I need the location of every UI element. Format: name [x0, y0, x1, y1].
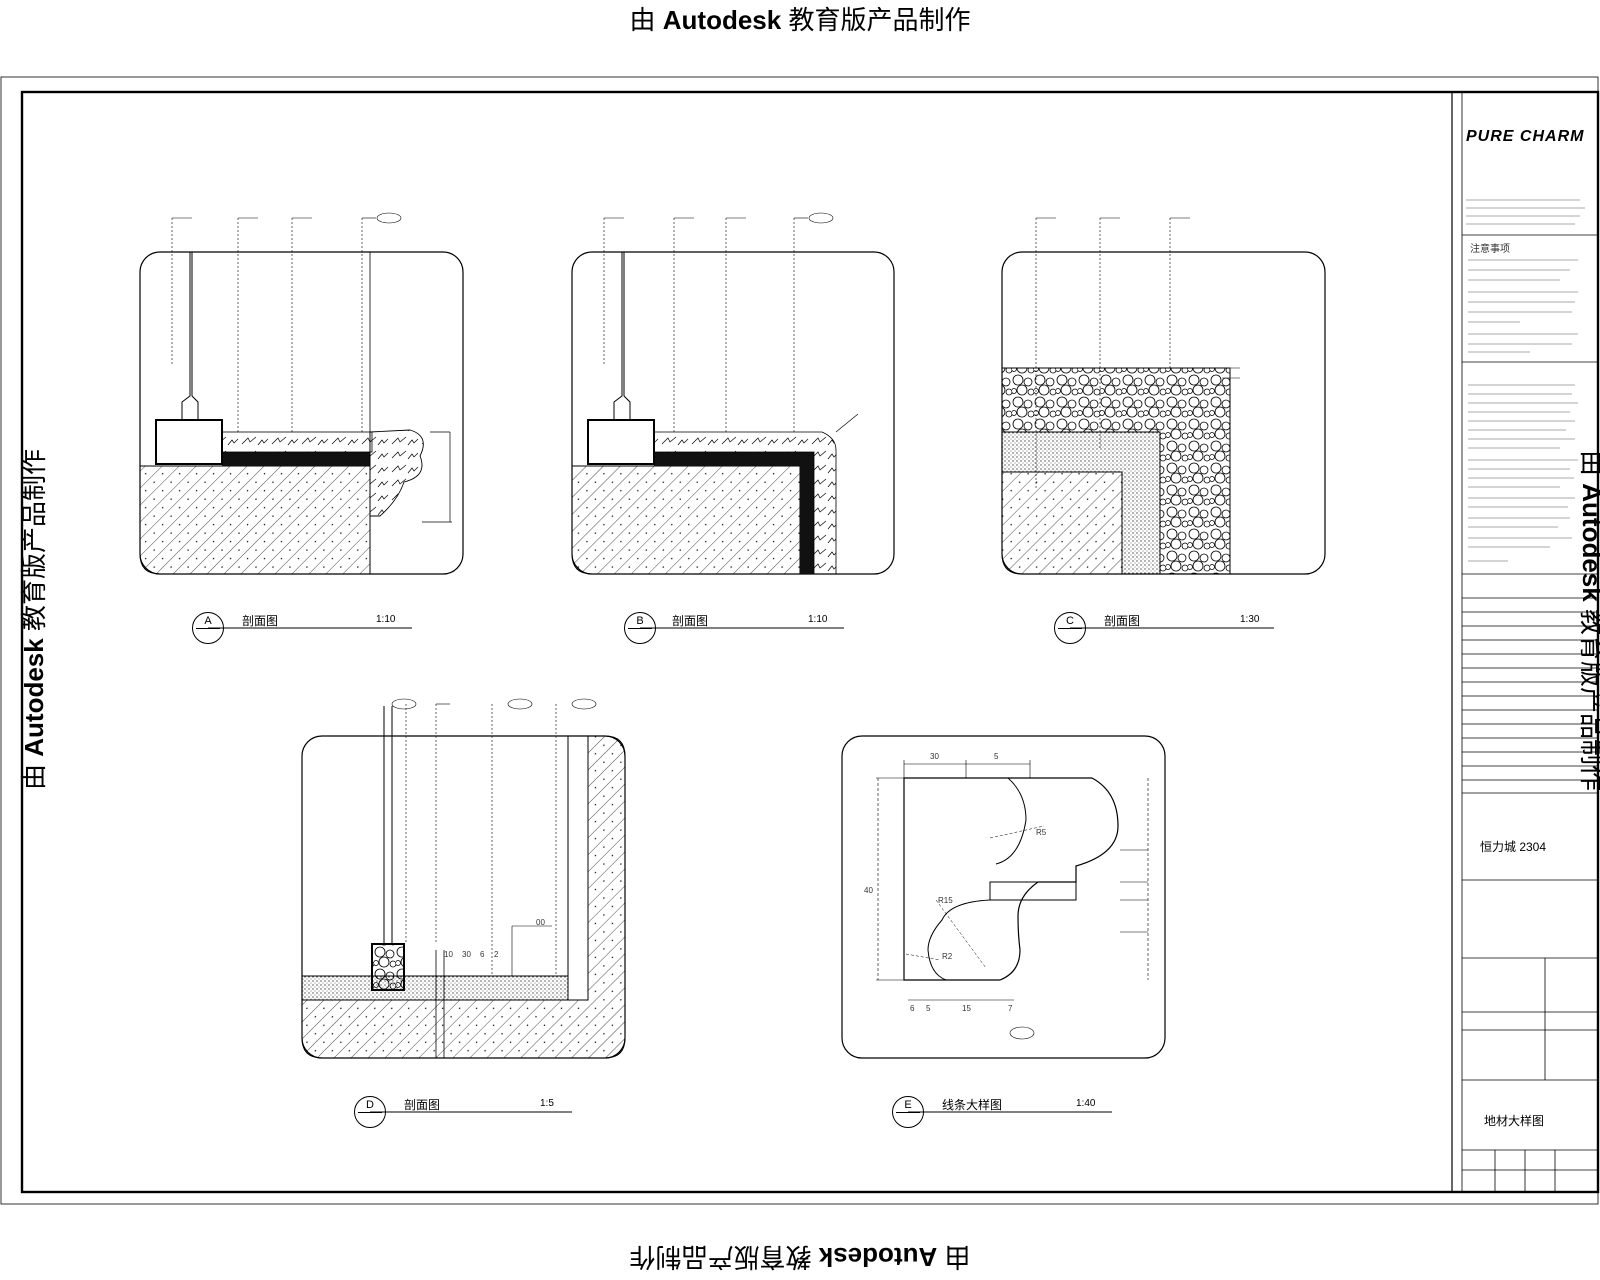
project-name: 恒力城 2304 [1480, 840, 1547, 854]
detail-scale-a: 1:10 [376, 614, 396, 625]
dim-e-radius-1: R5 [1036, 828, 1047, 837]
detail-marker-a: A [192, 612, 224, 644]
drawing-name: 地材大样图 [1484, 1114, 1545, 1128]
detail-marker-c: C [1054, 612, 1086, 644]
notes-heading: 注意事项 [1470, 244, 1510, 255]
dim-d-3: 6 [480, 950, 485, 959]
detail-scale-d: 1:5 [540, 1098, 554, 1109]
detail-a [139, 212, 464, 575]
dim-e-top-2: 5 [994, 752, 999, 761]
outer-frame [0, 76, 1599, 1205]
titleblock-lines [1461, 92, 1598, 1192]
dim-e-bottom-4: 7 [1008, 1004, 1013, 1013]
detail-e [841, 735, 1166, 1059]
detail-scale-b: 1:10 [808, 614, 828, 625]
titleblock-notes [1466, 199, 1585, 562]
dim-e-left: 40 [864, 886, 873, 895]
dim-e-bottom-2: 5 [926, 1004, 931, 1013]
detail-title-a: 剖面图 [242, 614, 279, 628]
dim-d-2: 30 [462, 950, 471, 959]
dim-e-radius-3: R2 [942, 952, 953, 961]
detail-scale-e: 1:40 [1076, 1098, 1096, 1109]
dim-d-1: 10 [444, 950, 453, 959]
detail-title-c: 剖面图 [1104, 614, 1141, 628]
dim-e-top-1: 30 [930, 752, 939, 761]
dim-d-callout: 00 [536, 918, 545, 927]
title-underlines [208, 627, 1274, 1113]
watermark-top: 由 Autodesk 教育版产品制作 [629, 5, 971, 35]
company-logo: PURE CHARM [1466, 128, 1585, 145]
dim-e-radius-2: R15 [938, 896, 953, 905]
detail-marker-b: B [624, 612, 656, 644]
detail-title-e: 线条大样图 [942, 1098, 1003, 1112]
detail-c [1001, 217, 1326, 575]
dim-e-bottom-1: 6 [910, 1004, 915, 1013]
detail-title-d: 剖面图 [404, 1098, 441, 1112]
detail-d [301, 698, 626, 1059]
dim-d-4: 2 [494, 950, 499, 959]
detail-scale-c: 1:30 [1240, 614, 1260, 625]
detail-b [571, 212, 895, 575]
inner-frame [20, 90, 1600, 1194]
dim-e-bottom-3: 15 [962, 1004, 971, 1013]
detail-marker-d: D [354, 1096, 386, 1128]
detail-title-b: 剖面图 [672, 614, 709, 628]
detail-marker-e: E [892, 1096, 924, 1128]
